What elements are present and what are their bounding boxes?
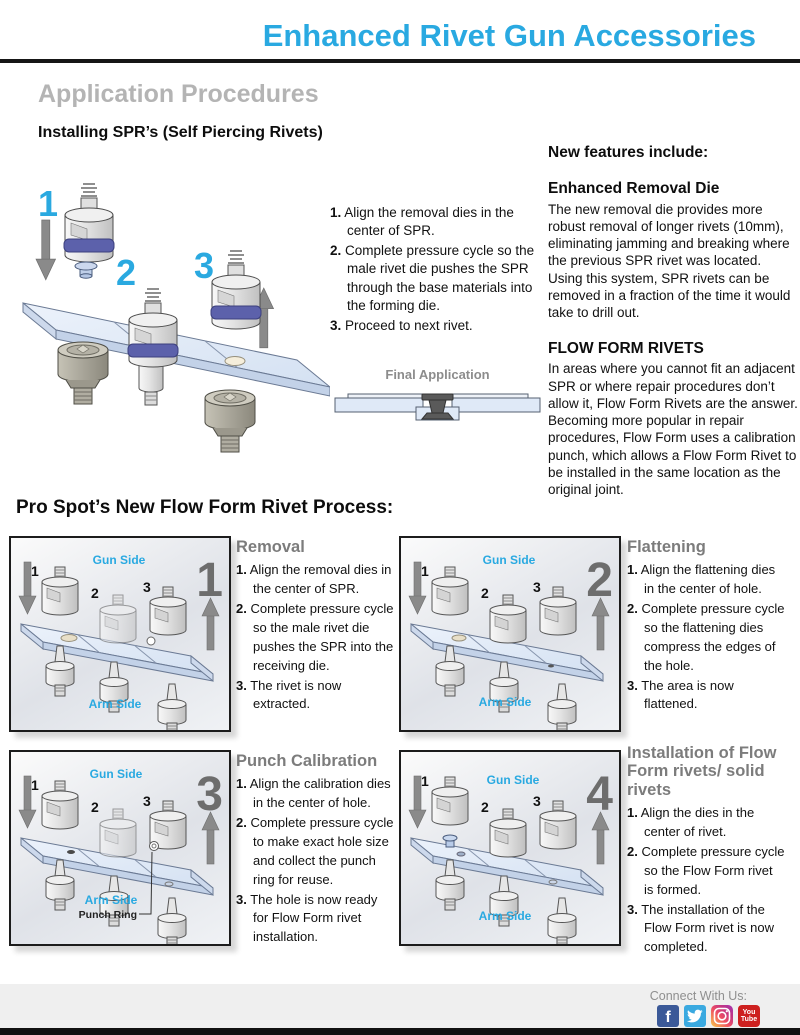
forming-die [57,341,109,405]
calibration-die [41,780,79,830]
flow-form-rivets-body: In areas where you cannot fit an adjacen… [548,361,798,498]
forming-die [204,389,256,453]
panel-number: 1 [196,554,223,607]
svg-text:1: 1 [421,563,429,579]
svg-text:3: 3 [533,579,541,595]
spr-installation-diagram: 1 2 3 [22,183,330,453]
gun-side-label: Gun Side [487,773,540,787]
twitter-icon[interactable] [684,1005,706,1027]
diagram-label-3: 3 [194,245,214,286]
instagram-icon[interactable] [711,1005,733,1027]
svg-text:2: 2 [481,799,489,815]
svg-text:3: 3 [143,793,151,809]
receiving-die-transparent [99,594,137,644]
diagram-label-1: 1 [38,183,58,224]
rivet-cross-section [420,393,455,420]
svg-text:2: 2 [91,799,99,815]
removal-die [41,566,79,616]
flow-form-rivets-title: FLOW FORM RIVETS [548,339,704,357]
extracted-rivet-ring [146,636,156,646]
panel-number: 3 [196,768,223,821]
panel-1-title: Removal [236,538,305,556]
process-panel-4: 1 2 3 Gun Side Arm Side 4 [399,750,621,946]
features-column: New features include: Enhanced Removal D… [548,143,798,498]
removal-die-1 [63,183,115,263]
down-arrow-icon [35,219,56,281]
spr-step-list: 1. Align the removal dies in the center … [330,204,545,336]
panel-3-title: Punch Calibration [236,752,378,770]
svg-text:1: 1 [31,563,39,579]
flattening-die [431,566,469,616]
installation-die [431,776,469,826]
spr-step: 3. Proceed to next rivet. [330,317,473,333]
panel-number: 4 [586,768,613,821]
process-heading: Pro Spot’s New Flow Form Rivet Process: [16,497,394,518]
spr-step: 2. Complete pressure cycle so the male r… [330,242,535,314]
process-panel-3: 1 2 3 Gun Side Arm Side Punch Ring 3 [9,750,231,946]
page-title: Enhanced Rivet Gun Accessories [262,18,756,53]
gun-side-label: Gun Side [90,767,143,781]
panel-1-text: Removal 1. Align the removal dies in the… [236,538,394,712]
spr-step: 1. Align the removal dies in the center … [330,205,514,239]
social-icons: f You Tube [657,1005,760,1027]
panel-number: 2 [586,554,613,607]
youtube-icon[interactable]: You Tube [738,1005,760,1027]
panel-2-illustration: 1 2 3 Gun Side Arm Side 2 [408,553,613,730]
gun-side-label: Gun Side [483,553,536,567]
facebook-icon[interactable]: f [657,1005,679,1027]
arm-side-label: Arm Side [479,695,532,709]
final-application-diagram [334,393,541,421]
features-heading: New features include: [548,144,709,161]
arm-side-label: Arm Side [89,697,142,711]
panel-3-illustration: 1 2 3 Gun Side Arm Side Punch Ring 3 [18,767,223,944]
panel-4-text: Installation of Flow Form rivets/ solid … [627,744,785,955]
header-divider [0,59,800,63]
connect-with-us-label: Connect With Us: [649,989,747,1003]
svg-text:3: 3 [533,793,541,809]
svg-text:2: 2 [481,585,489,601]
svg-text:3: 3 [143,579,151,595]
punch-ring [149,841,159,851]
diagram-label-2: 2 [116,252,136,293]
panel-4-illustration: 1 2 3 Gun Side Arm Side 4 [408,768,613,944]
rivet-hole [224,356,246,366]
gun-side-label: Gun Side [93,553,146,567]
punch-ring-pointer [139,851,153,915]
process-panel-2: 1 2 3 Gun Side Arm Side 2 [399,536,621,732]
bottom-black-bar [0,1028,800,1035]
arm-side-label: Arm Side [479,909,532,923]
arm-side-label: Arm Side [85,893,138,907]
subsection-title-installing-spr: Installing SPR’s (Self Piercing Rivets) [38,124,323,141]
panel-4-title: Installation of Flow Form rivets/ solid … [627,744,777,799]
panel-2-title: Flattening [627,538,706,556]
enhanced-removal-die-title: Enhanced Removal Die [548,179,720,197]
process-panel-1: 1 2 3 Gun Side Arm Side 1 [9,536,231,732]
panel-1-illustration: 1 2 3 Gun Side Arm Side 1 [18,553,223,730]
punch-ring-label: Punch Ring [79,909,137,921]
svg-text:1: 1 [31,777,39,793]
panel-3-text: Punch Calibration 1. Align the calibrati… [236,752,394,945]
svg-text:1: 1 [421,773,429,789]
panel-2-text: Flattening 1. Align the flattening dies … [627,538,785,712]
svg-text:2: 2 [91,585,99,601]
final-application-label: Final Application [385,367,490,382]
enhanced-removal-die-body: The new removal die provides more robust… [548,201,791,321]
section-title-application-procedures: Application Procedures [38,80,319,108]
removal-die-2 [127,288,179,368]
removal-die-3 [210,250,262,330]
